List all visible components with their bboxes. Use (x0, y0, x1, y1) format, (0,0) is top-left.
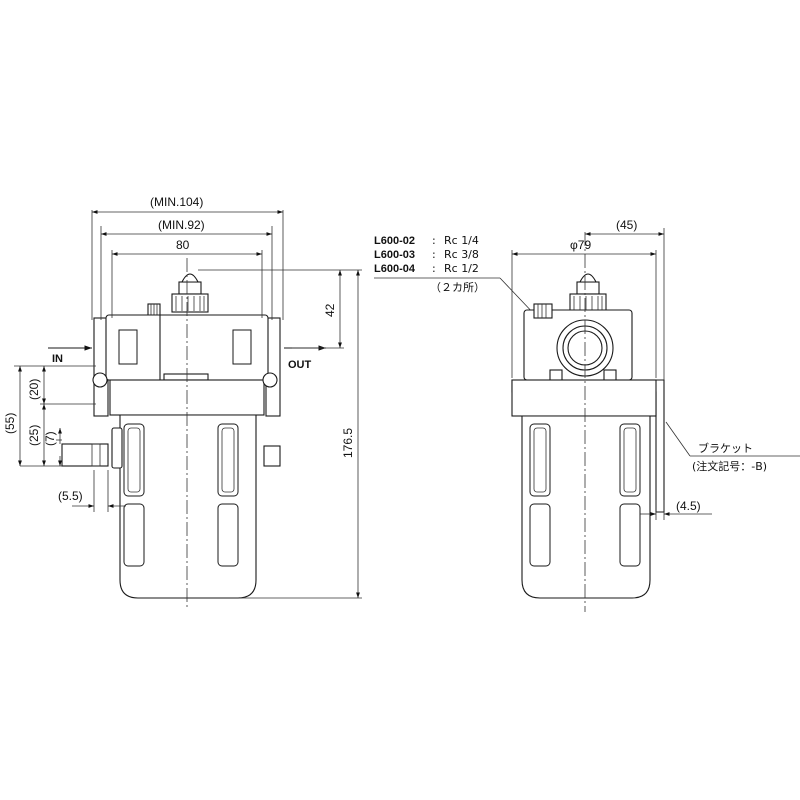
out-label: OUT (288, 359, 312, 371)
side-bowl (521, 415, 651, 599)
dim-min-92: (MIN.92) (158, 218, 205, 232)
side-window (529, 503, 551, 567)
side-window (619, 503, 641, 567)
side-collar (511, 379, 657, 417)
dim-55: (55) (3, 413, 17, 434)
dim-5-5: (5.5) (58, 489, 83, 503)
dim-176-5: 176.5 (341, 428, 355, 458)
in-label: IN (52, 353, 63, 365)
port-label-sep: : (432, 248, 436, 261)
bracket-label: ブラケット (698, 441, 753, 455)
front-window (217, 503, 239, 567)
dim-20: (20) (27, 379, 41, 400)
dim-7: (7) (43, 431, 57, 446)
dim-25: (25) (27, 425, 41, 446)
port-label-size: Rc 3/8 (444, 248, 479, 261)
dim-phi-79: φ79 (570, 238, 591, 252)
dim-80: 80 (176, 238, 190, 252)
port-label-02: L600-02 (374, 235, 415, 247)
front-window (123, 423, 145, 497)
side-knob (569, 273, 607, 313)
port-count-label: （２カ所） (430, 281, 485, 294)
side-window (529, 423, 551, 497)
dim-min-104: (MIN.104) (150, 195, 203, 209)
port-label-04: L600-04 (374, 263, 416, 275)
dim-45: (45) (616, 218, 637, 232)
port-label-size: Rc 1/4 (444, 234, 479, 247)
front-knob (147, 273, 209, 317)
dim-42: 42 (323, 303, 337, 317)
port-label-size: Rc 1/2 (444, 262, 479, 275)
port-label-sep: : (432, 234, 436, 247)
bracket-code: (注文記号：-B) (692, 459, 767, 473)
port-label-03: L600-03 (374, 249, 415, 261)
side-window (619, 423, 641, 497)
front-view: IN OUT (MIN.104) (MIN.92) 80 42 176.5 (5… (3, 195, 362, 610)
dim-4-5: (4.5) (676, 499, 701, 513)
front-window (123, 503, 145, 567)
front-window (217, 423, 239, 497)
side-view: L600-02 : Rc 1/4 L600-03 : Rc 3/8 L600-0… (374, 218, 800, 612)
port-label-sep: : (432, 262, 436, 275)
